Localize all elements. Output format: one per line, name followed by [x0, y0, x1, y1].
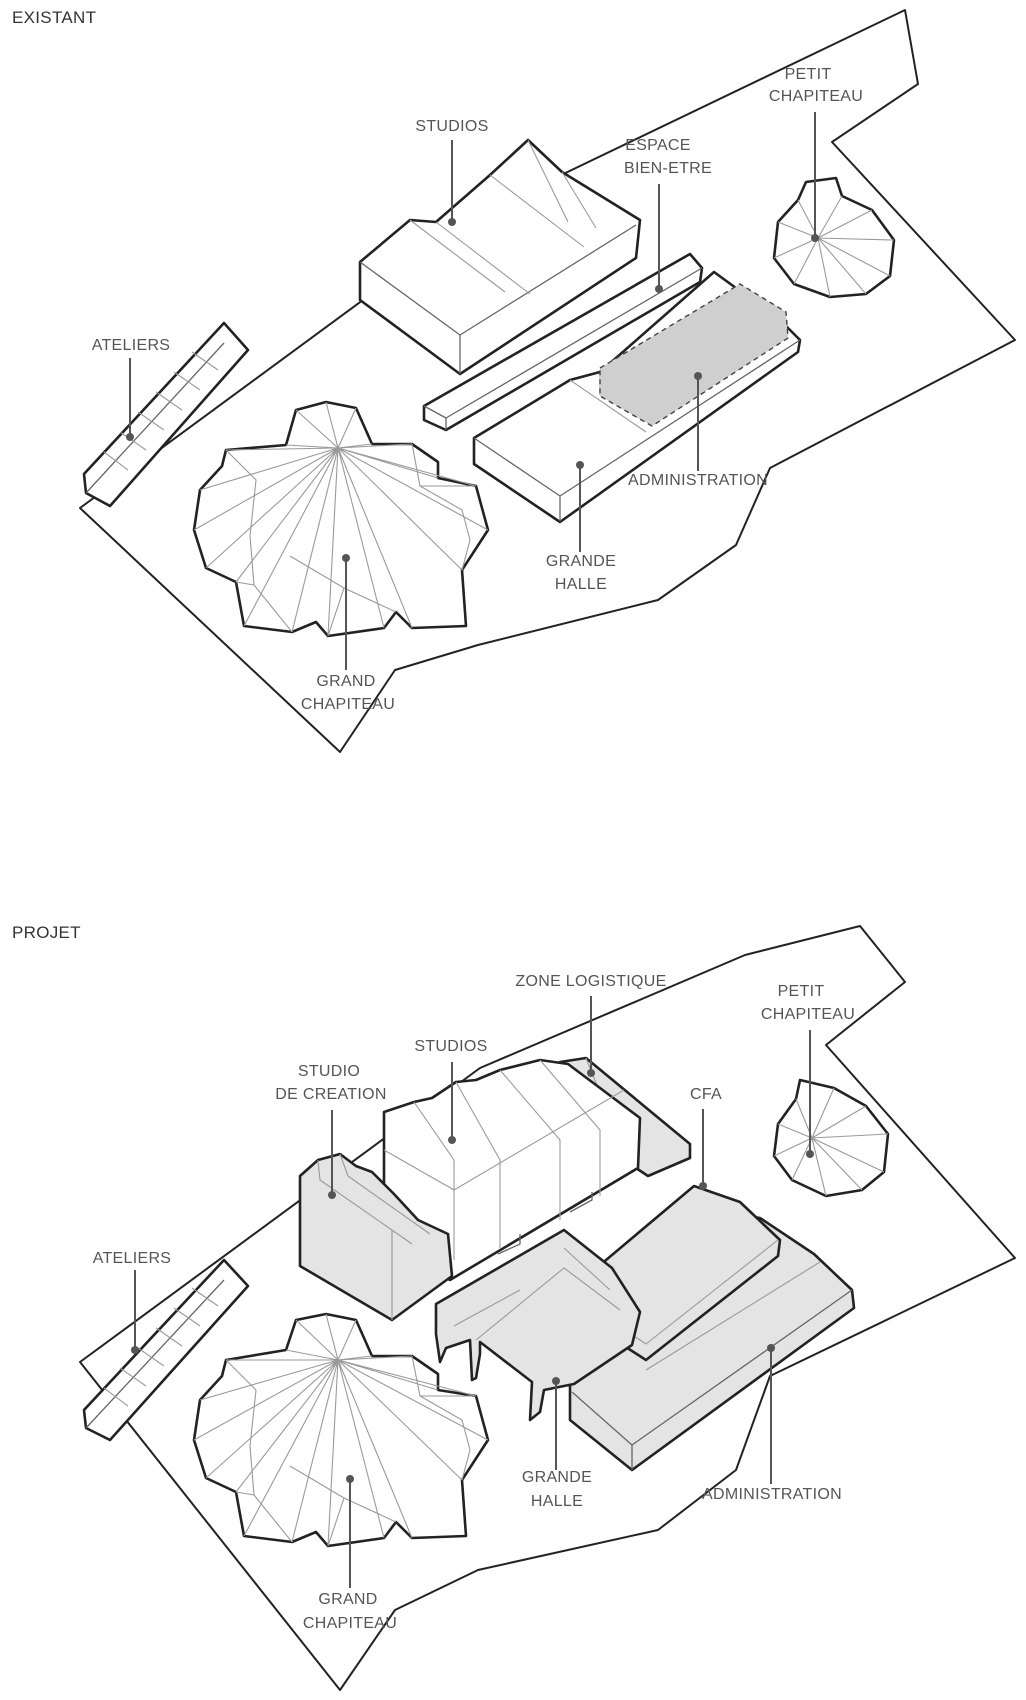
svg-text:GRANDE: GRANDE [522, 1469, 592, 1486]
espace-bien-etre-building [422, 252, 704, 432]
svg-text:ADMINISTRATION: ADMINISTRATION [702, 1486, 842, 1503]
panel-title-existant: EXISTANT [12, 8, 96, 27]
svg-text:GRAND: GRAND [316, 673, 375, 690]
panel-title-projet: PROJET [12, 923, 81, 942]
grande-halle-building-projet [434, 1228, 642, 1422]
svg-text:STUDIO: STUDIO [298, 1063, 360, 1080]
label-grand-chapiteau: GRAND CHAPITEAU [301, 554, 395, 713]
svg-text:HALLE: HALLE [531, 1493, 583, 1510]
label-studios: STUDIOS [415, 118, 488, 226]
panel-projet: PROJET [12, 923, 1016, 1691]
ateliers-building-projet [82, 1258, 250, 1442]
label-studios-projet: STUDIOS [414, 1038, 487, 1144]
label-espace-bien-etre: ESPACE BIEN-ETRE [624, 137, 712, 293]
svg-text:STUDIOS: STUDIOS [414, 1038, 487, 1055]
svg-text:BIEN-ETRE: BIEN-ETRE [624, 160, 712, 177]
svg-text:HALLE: HALLE [555, 576, 607, 593]
grand-chapiteau-tent [192, 400, 490, 638]
studios-building [358, 138, 642, 376]
svg-text:CHAPITEAU: CHAPITEAU [761, 1006, 855, 1023]
svg-text:ZONE LOGISTIQUE: ZONE LOGISTIQUE [515, 973, 666, 990]
svg-text:ATELIERS: ATELIERS [93, 1250, 172, 1267]
petit-chapiteau-tent [772, 176, 896, 299]
svg-text:PETIT: PETIT [778, 983, 825, 1000]
svg-text:GRAND: GRAND [318, 1591, 377, 1608]
svg-text:CFA: CFA [690, 1086, 722, 1103]
label-administration-projet: ADMINISTRATION [702, 1344, 842, 1503]
svg-text:DE CREATION: DE CREATION [275, 1086, 386, 1103]
petit-chapiteau-tent-projet [772, 1078, 890, 1198]
svg-text:STUDIOS: STUDIOS [415, 118, 488, 135]
label-cfa: CFA [690, 1086, 722, 1190]
svg-text:ATELIERS: ATELIERS [92, 337, 171, 354]
svg-text:ADMINISTRATION: ADMINISTRATION [628, 472, 768, 489]
svg-text:CHAPITEAU: CHAPITEAU [301, 696, 395, 713]
grand-chapiteau-tent-projet [192, 1312, 490, 1548]
label-studio-de-creation: STUDIO DE CREATION [275, 1063, 386, 1199]
studios-building-projet [382, 1058, 642, 1282]
administration-zone [599, 283, 789, 427]
label-administration: ADMINISTRATION [628, 372, 768, 489]
svg-text:CHAPITEAU: CHAPITEAU [303, 1615, 397, 1632]
label-petit-chapiteau: PETIT CHAPITEAU [769, 66, 863, 242]
svg-text:GRANDE: GRANDE [546, 553, 616, 570]
label-petit-chapiteau-projet: PETIT CHAPITEAU [761, 983, 855, 1158]
studio-de-creation-building [298, 1152, 454, 1322]
ateliers-building [82, 321, 250, 508]
label-ateliers: ATELIERS [92, 337, 171, 441]
label-grande-halle: GRANDE HALLE [546, 461, 616, 593]
svg-text:PETIT: PETIT [785, 66, 832, 83]
label-ateliers-projet: ATELIERS [93, 1250, 172, 1354]
svg-text:CHAPITEAU: CHAPITEAU [769, 88, 863, 105]
panel-existant: EXISTANT [12, 8, 1016, 753]
label-grand-chapiteau-projet: GRAND CHAPITEAU [303, 1475, 397, 1632]
label-zone-logistique: ZONE LOGISTIQUE [515, 973, 666, 1077]
label-grande-halle-projet: GRANDE HALLE [522, 1377, 592, 1510]
svg-text:ESPACE: ESPACE [625, 137, 691, 154]
